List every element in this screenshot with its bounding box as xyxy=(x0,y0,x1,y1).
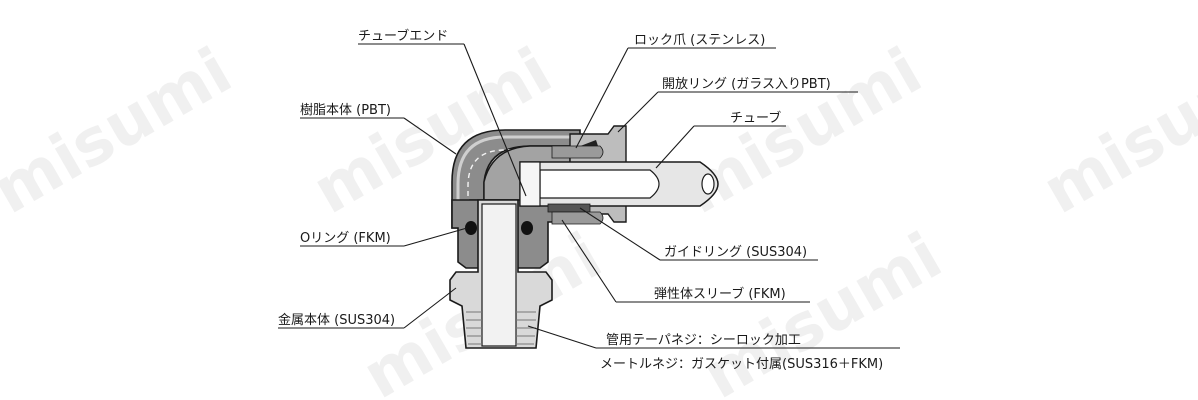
label-tube-end: チューブエンド xyxy=(358,28,448,44)
label-lock-claw: ロック爪 (ステンレス) xyxy=(634,33,765,48)
watermark: misumi xyxy=(0,34,244,229)
tube-end-dashed xyxy=(467,149,560,214)
fitting-illustration xyxy=(449,125,719,349)
label-tube: チューブ xyxy=(730,110,781,126)
label-guide-ring: ガイドリング (SUS304) xyxy=(664,245,807,260)
label-thread-line1: 管用テーパネジ：シーロック加工 xyxy=(606,333,801,348)
tube-end-opening xyxy=(701,173,715,195)
leader-lines xyxy=(278,43,900,349)
o-ring-right xyxy=(521,221,533,235)
label-elastic-sleeve: 弾性体スリーブ (FKM) xyxy=(654,286,786,302)
label-metal-body: 金属本体 (SUS304) xyxy=(278,312,395,328)
label-o-ring: Oリング (FKM) xyxy=(300,231,391,246)
callout-labels: チューブエンド ロック爪 (ステンレス) 開放リング (ガラス入りPBT) チュ… xyxy=(278,28,883,372)
label-resin-body: 樹脂本体 (PBT) xyxy=(300,103,391,118)
watermark: misumi xyxy=(671,34,934,229)
o-ring-left xyxy=(465,221,477,235)
metal-body-bore xyxy=(481,203,517,347)
taper-thread xyxy=(466,311,536,345)
label-thread-line2: メートルネジ：ガスケット付属(SUS316＋FKM) xyxy=(600,357,883,372)
watermark: misumi xyxy=(1031,34,1198,229)
label-release-ring: 開放リング (ガラス入りPBT) xyxy=(662,77,831,92)
